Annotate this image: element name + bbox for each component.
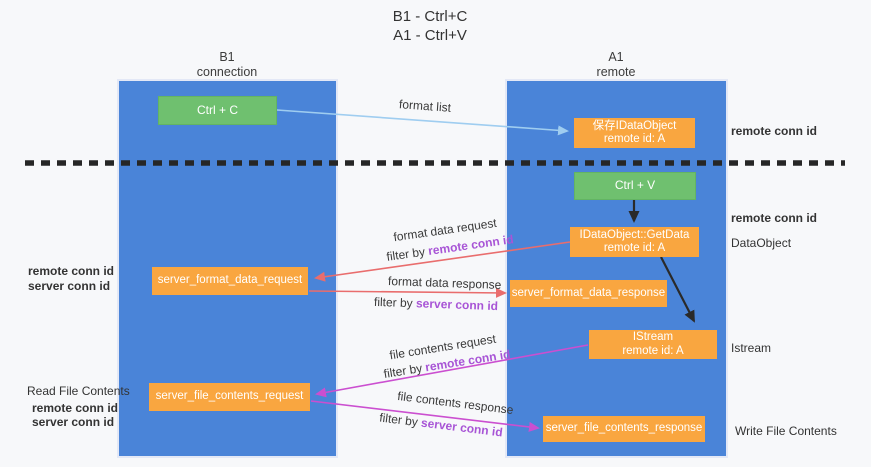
title-line-b1: B1 - Ctrl+C (392, 8, 468, 25)
filter-by-text: filter by (373, 294, 417, 311)
label-filter-by-server-2: filter by server conn id (379, 410, 504, 439)
filter-by-text: filter by (382, 360, 427, 381)
write-file-contents-label: Write File Contents (735, 424, 837, 438)
left-column-header: B1 connection (177, 50, 277, 80)
node-istream: IStream remote id: A (589, 330, 717, 359)
node-idataobject-getdata: IDataObject::GetData remote id: A (570, 227, 699, 257)
node-server-file-contents-response-label: server_file_contents_response (545, 422, 703, 435)
right-remote-conn-id-mid: remote conn id (731, 211, 818, 225)
node-ctrl-c-label: Ctrl + C (196, 102, 238, 117)
label-format-data-response: format data response (387, 274, 502, 292)
node-istream-title: IStream (632, 331, 674, 343)
right-column-header: A1 remote (566, 50, 666, 80)
node-ctrl-c: Ctrl + C (158, 96, 277, 125)
right-column-name: A1 (608, 50, 624, 64)
server-conn-id-text: server conn id (415, 296, 499, 314)
node-getdata-title: IDataObject::GetData (579, 228, 690, 241)
right-remote-conn-id-top: remote conn id (731, 124, 818, 138)
istream-label: Istream (731, 341, 772, 355)
node-server-format-data-response: server_format_data_response (510, 280, 667, 307)
left-remote-conn-id-bottom: remote conn id (32, 401, 119, 415)
label-format-list: format list (398, 97, 452, 115)
label-filter-by-server-1: filter by server conn id (374, 295, 498, 313)
read-file-contents-label: Read File Contents (27, 384, 130, 398)
node-server-format-data-request: server_format_data_request (152, 267, 308, 295)
node-ctrl-v: Ctrl + V (574, 172, 696, 200)
title-line-a1: A1 - Ctrl+V (393, 27, 467, 44)
node-save-idataobject: 保存IDataObject remote id: A (574, 118, 695, 148)
node-server-format-data-request-label: server_format_data_request (157, 274, 303, 287)
node-server-file-contents-response: server_file_contents_response (543, 416, 705, 442)
node-server-format-data-response-label: server_format_data_response (511, 286, 666, 299)
node-istream-remote-id: remote id: A (622, 344, 684, 357)
left-server-conn-id-bottom: server conn id (32, 415, 115, 429)
node-save-idataobject-title: 保存IDataObject (592, 119, 677, 132)
filter-by-text: filter by (378, 410, 423, 430)
node-ctrl-v-label: Ctrl + V (614, 178, 656, 193)
dataobject-label: DataObject (731, 236, 792, 250)
left-column-subtitle: connection (196, 65, 258, 79)
node-getdata-remote-id: remote id: A (603, 242, 666, 254)
filter-by-text: filter by (385, 244, 430, 264)
label-file-contents-response: file contents response (396, 388, 515, 418)
left-remote-conn-id-top: remote conn id (28, 264, 115, 278)
node-server-file-contents-request: server_file_contents_request (149, 383, 310, 411)
left-column-name: B1 (219, 50, 235, 64)
node-server-file-contents-request-label: server_file_contents_request (155, 390, 304, 403)
node-save-idataobject-remote-id: remote id: A (603, 133, 666, 145)
right-column-subtitle: remote (596, 65, 636, 79)
server-conn-id-text: server conn id (420, 415, 504, 440)
diagram-title: B1 - Ctrl+C A1 - Ctrl+V (300, 7, 560, 45)
left-server-conn-id-top: server conn id (28, 279, 111, 293)
arrow-format-data-response (308, 287, 507, 298)
